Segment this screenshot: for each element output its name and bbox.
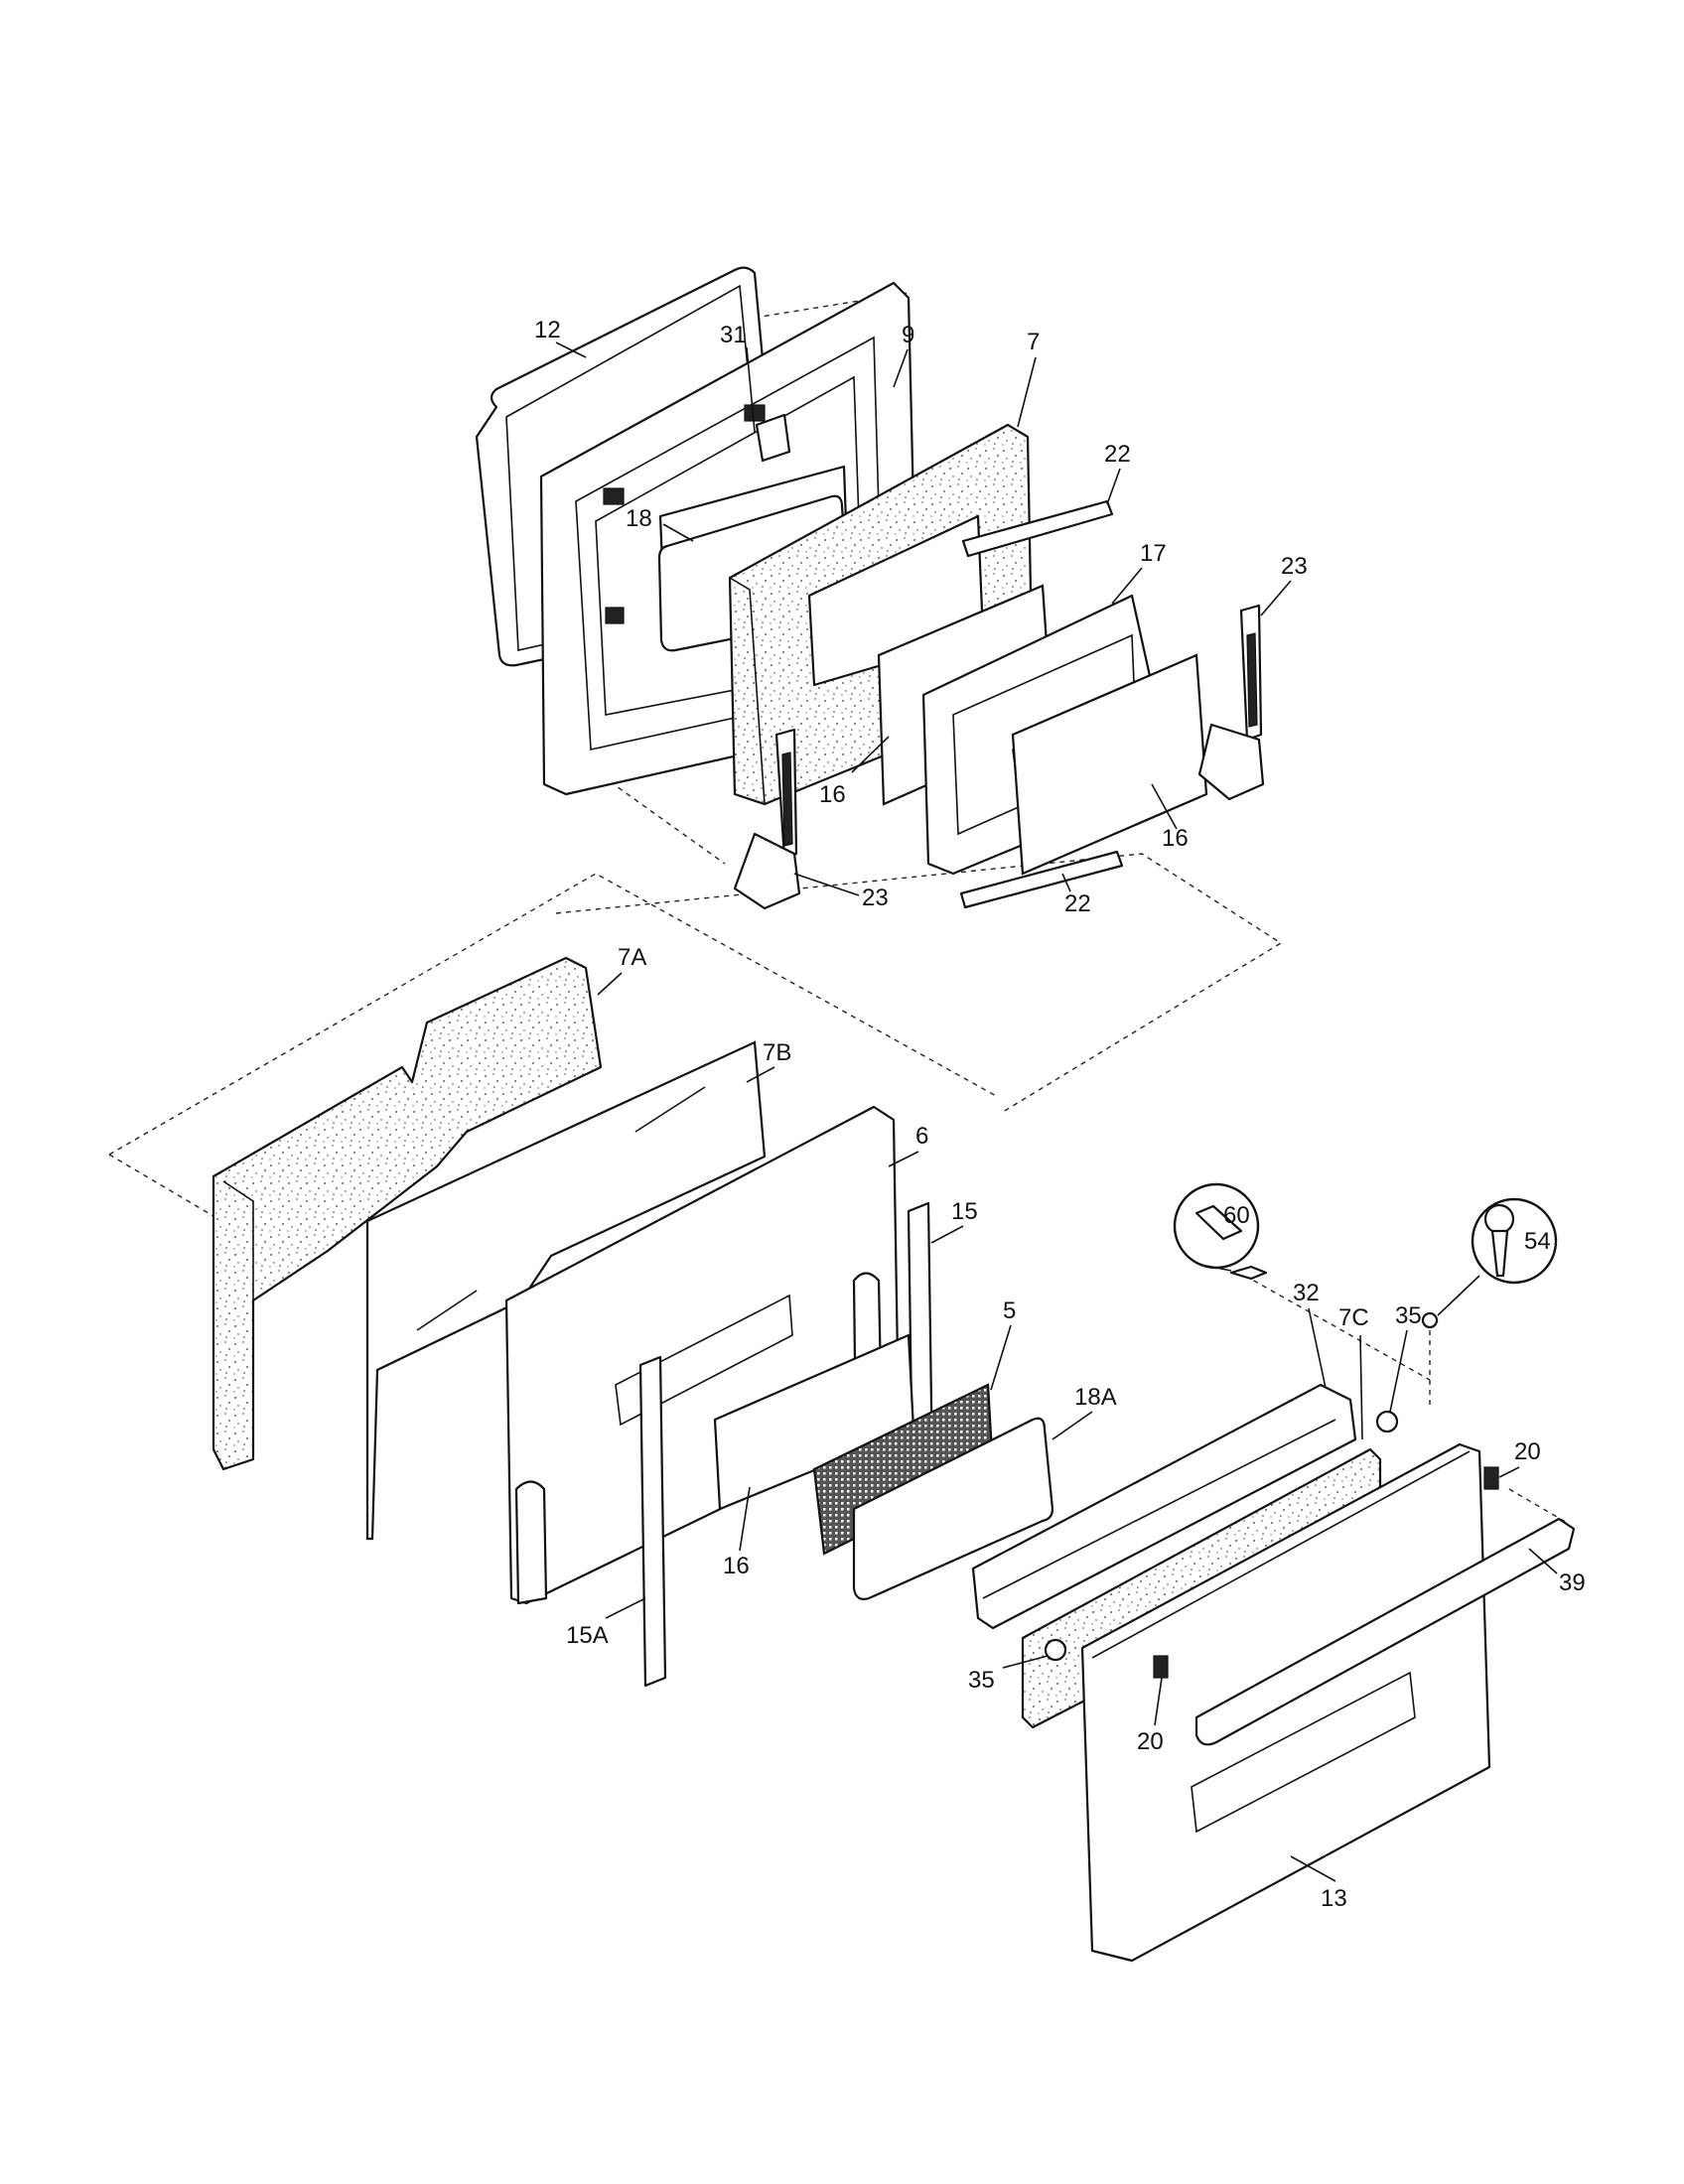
outer-door-assembly (971, 1265, 1576, 1963)
callout-7b: 7B (763, 1039, 791, 1066)
screw-54 (1421, 1311, 1439, 1329)
callout-31: 31 (720, 322, 747, 348)
screw-60-detail-bubble (1173, 1182, 1260, 1272)
callout-15a: 15A (566, 1622, 609, 1649)
callout-7: 7 (1027, 329, 1040, 355)
callout-18a: 18A (1074, 1384, 1117, 1411)
callout-16-right: 16 (1162, 825, 1189, 852)
handle-cap-20-right (1483, 1466, 1499, 1490)
callout-35-lower: 35 (968, 1667, 995, 1694)
trim-strip-15a (638, 1355, 667, 1688)
lower-door-assembly (108, 873, 1054, 1688)
hinge-23-left (733, 728, 801, 910)
callout-35-upper: 35 (1395, 1302, 1422, 1329)
window-gasket-18a (852, 1417, 1054, 1600)
bumper-35-upper (1375, 1410, 1399, 1433)
screw-54-detail-bubble (1437, 1197, 1558, 1316)
callout-13: 13 (1321, 1885, 1347, 1912)
callout-7c: 7C (1338, 1304, 1369, 1331)
callout-16-lower: 16 (723, 1553, 750, 1579)
callout-18: 18 (626, 505, 652, 532)
door-handle-39 (1194, 1517, 1576, 1746)
callout-39: 39 (1559, 1570, 1586, 1596)
callout-12: 12 (534, 317, 561, 343)
leader-lines (555, 341, 1558, 1882)
screw-60 (1229, 1265, 1268, 1281)
glass-bracket-22-lower (959, 850, 1124, 909)
callout-labels: 12 31 9 7 22 18 17 23 16 16 23 22 7A 7B … (534, 317, 1586, 1912)
callout-6: 6 (915, 1123, 928, 1150)
callout-60: 60 (1223, 1202, 1250, 1229)
callout-7a: 7A (618, 944, 646, 971)
bumper-35-lower (1044, 1638, 1067, 1662)
door-liner-32 (971, 1383, 1357, 1630)
callout-5: 5 (1003, 1297, 1016, 1324)
callout-15: 15 (951, 1198, 978, 1225)
callout-17: 17 (1140, 540, 1167, 567)
glass-panel-16-right (1011, 653, 1208, 876)
callout-9: 9 (902, 322, 914, 348)
glass-bracket-22-upper (961, 499, 1114, 558)
callout-20-left: 20 (1137, 1728, 1164, 1755)
clip-31 (755, 413, 791, 463)
handle-cap-20-left (1153, 1655, 1169, 1679)
callout-23-right: 23 (1281, 553, 1308, 580)
hinge-23-right (1197, 604, 1265, 801)
callout-54: 54 (1524, 1228, 1551, 1255)
insulation-7a (211, 956, 603, 1471)
callout-16-left: 16 (819, 781, 846, 808)
callout-23-left: 23 (862, 885, 889, 911)
upper-door-assembly (475, 266, 1283, 1113)
callout-22-upper: 22 (1104, 441, 1131, 468)
callout-22-lower: 22 (1064, 890, 1091, 917)
callout-32: 32 (1293, 1280, 1320, 1306)
callout-20-right: 20 (1514, 1438, 1541, 1465)
